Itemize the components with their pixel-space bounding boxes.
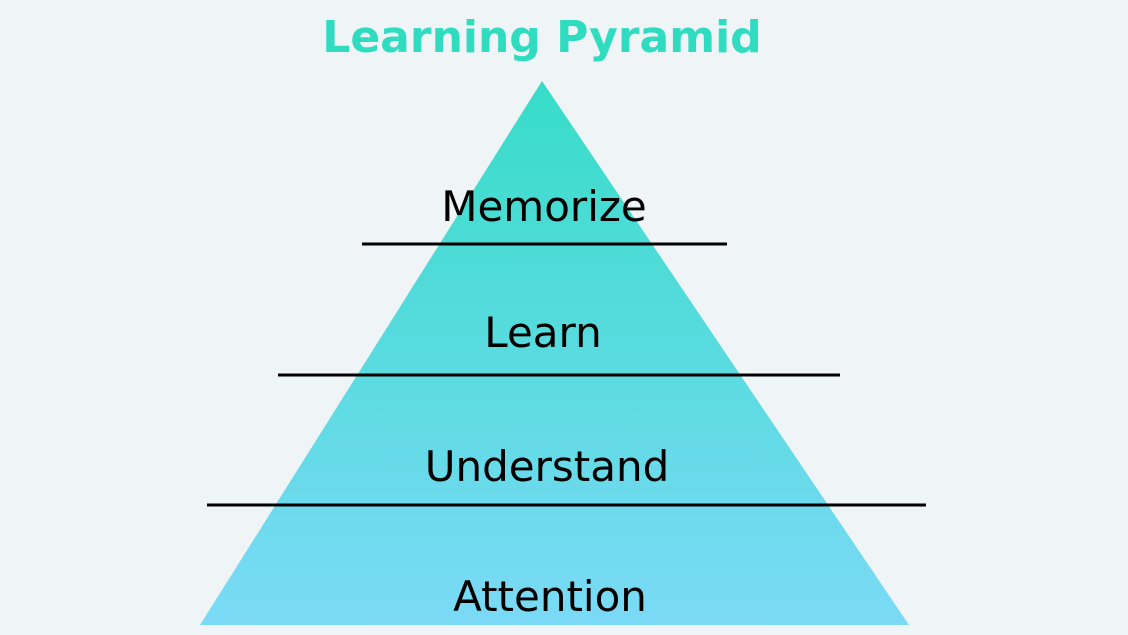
tier-understand: Understand — [425, 442, 670, 491]
tier-learn: Learn — [484, 308, 601, 357]
pyramid-shape — [200, 81, 909, 625]
tier-attention: Attention — [453, 572, 647, 621]
diagram-title: Learning Pyramid — [322, 12, 761, 63]
tier-memorize: Memorize — [441, 182, 647, 231]
